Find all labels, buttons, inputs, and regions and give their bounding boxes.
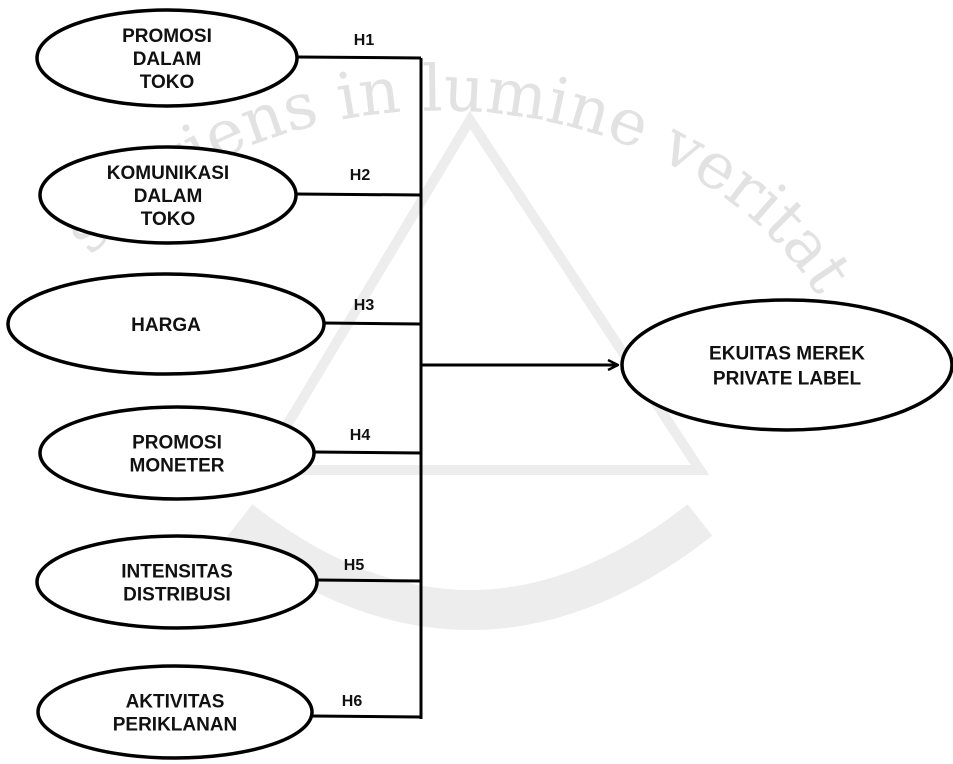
variable-ellipse: [38, 405, 316, 501]
hypothesis-label-h3: H3: [354, 297, 375, 314]
variable-label-line: TOKO: [140, 72, 195, 93]
variable-label-line: PROMOSI: [122, 26, 212, 47]
variable-label-line: DISTRIBUSI: [123, 585, 231, 606]
variable-label-line: INTENSITAS: [121, 562, 233, 583]
connector-h3: [323, 321, 422, 326]
variable-label-line: AKTIVITAS: [126, 692, 225, 713]
variable-ellipse: [35, 8, 299, 108]
variable-label-line: DALAM: [134, 186, 203, 207]
variable-label-line: TOKO: [141, 209, 196, 230]
hypothesis-label-h4: H4: [350, 427, 371, 444]
variable-ellipse: [35, 534, 319, 630]
hypothesis-label-h6: H6: [342, 693, 363, 710]
watermark-emblem: [251, 110, 710, 475]
variable-label-line: MONETER: [130, 456, 225, 477]
variable-label-line: DALAM: [133, 49, 202, 70]
target-label-line: PRIVATE LABEL: [713, 369, 862, 390]
variable-node-harga: HARGA: [6, 272, 326, 376]
variable-ellipse: [6, 272, 326, 376]
variable-label-line: PERIKLANAN: [113, 715, 238, 736]
variable-label-line: HARGA: [131, 315, 201, 336]
connector-h4: [313, 450, 422, 455]
connector-h1: [296, 55, 422, 60]
variable-node-ekuitas-merek-private-label: EKUITAS MEREK PRIVATE LABEL: [620, 298, 953, 432]
dependent-variable: EKUITAS MEREK PRIVATE LABEL: [620, 298, 953, 432]
connector-h6: [311, 714, 422, 719]
variable-label-line: KOMUNIKASI: [107, 163, 229, 184]
target-label-line: EKUITAS MEREK: [709, 344, 865, 365]
hypothesis-label-h1: H1: [354, 32, 375, 49]
connector-h2: [295, 192, 422, 197]
variable-ellipse: [36, 664, 314, 760]
target-ellipse: [620, 298, 953, 432]
variable-label-line: PROMOSI: [132, 433, 222, 454]
independent-variables: PROMOSIDALAMTOKOKOMUNIKASIDALAMTOKOHARGA…: [6, 8, 326, 760]
variable-ellipse: [38, 145, 298, 245]
hypothesis-label-h5: H5: [344, 557, 365, 574]
hypothesis-label-h2: H2: [350, 167, 371, 184]
connector-h5: [316, 578, 422, 583]
